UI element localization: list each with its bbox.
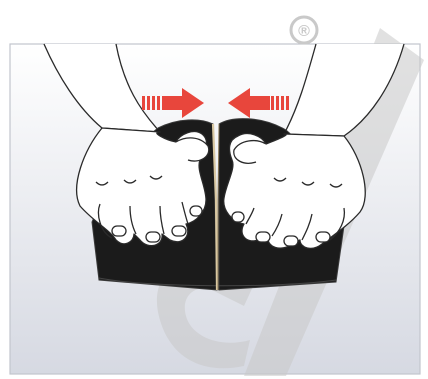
registered-mark-icon: ® xyxy=(291,17,317,43)
registered-mark-text: ® xyxy=(298,23,310,40)
